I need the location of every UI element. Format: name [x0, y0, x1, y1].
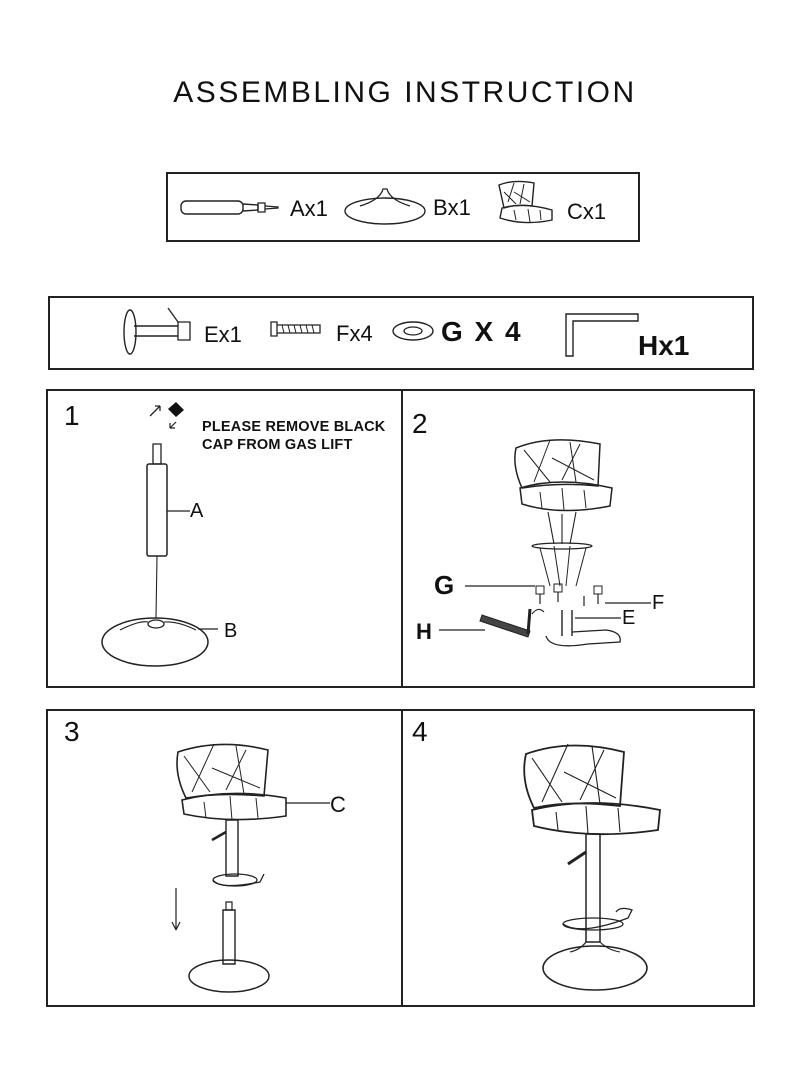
washer-icon: [392, 321, 434, 341]
screw-icon: [270, 320, 322, 338]
label-e: E: [622, 607, 636, 629]
page-title: ASSEMBLING INSTRUCTION: [173, 76, 637, 109]
part-label-h: Hx1: [638, 330, 690, 361]
seat-assembly-illustration: [160, 740, 300, 1000]
step-number: 1: [64, 400, 80, 431]
label-a: A: [190, 500, 204, 522]
part-label-c: Cx1: [567, 199, 607, 224]
assembled-stool-illustration: [520, 740, 670, 996]
gas-lift-icon: [180, 195, 290, 221]
part-label-g: G X 4: [441, 316, 523, 347]
allen-key-icon: [564, 312, 640, 358]
label-h: H: [416, 619, 432, 644]
note-line-1: PLEASE REMOVE BLACK: [202, 419, 386, 435]
label-g: G: [434, 570, 455, 600]
step-1-note: PLEASE REMOVE BLACK CAP FROM GAS LIFT: [202, 418, 385, 454]
part-label-b: Bx1: [433, 195, 471, 220]
part-label-a: Ax1: [290, 196, 328, 221]
cap-removal-icon: [148, 402, 184, 430]
part-label-e: Ex1: [204, 322, 242, 347]
seat-icon: [494, 180, 556, 232]
part-label-f: Fx4: [336, 321, 373, 346]
parts-list-hardware: [48, 296, 754, 370]
step-2-leader-lines: [415, 570, 675, 650]
step-4-panel: [401, 709, 755, 1007]
gas-lift-illustration: [100, 440, 210, 672]
label-f: F: [652, 592, 665, 614]
note-line-2: CAP FROM GAS LIFT: [202, 437, 353, 453]
parts-list-main: [166, 172, 640, 242]
base-icon: [344, 186, 426, 226]
label-b: B: [224, 620, 238, 642]
step-number: 3: [64, 716, 80, 747]
step-number: 4: [412, 716, 428, 747]
seat-underside-illustration: [510, 436, 620, 662]
allen-key-illustration: [470, 605, 540, 645]
footrest-icon: [120, 306, 196, 358]
label-c: C: [330, 792, 346, 817]
step-2-panel: [401, 389, 755, 688]
step-number: 2: [412, 408, 428, 439]
